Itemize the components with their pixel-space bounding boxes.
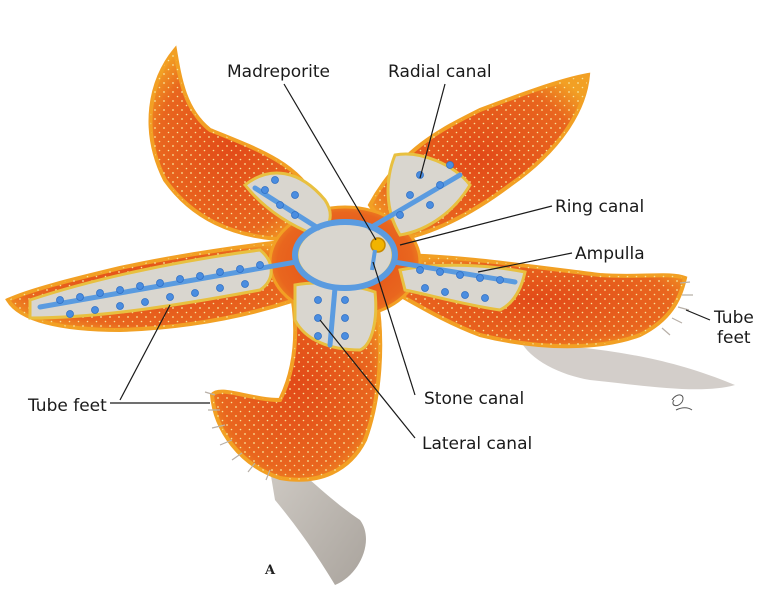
radial-canal-top-right: [367, 172, 463, 231]
radial-canal-top-left: [252, 185, 321, 231]
label-ring-canal: Ring canal: [555, 197, 645, 217]
tube-feet-fringe: [204, 281, 693, 481]
label-ampulla: Ampulla: [575, 244, 645, 264]
leader-radial-canal: [419, 83, 446, 179]
radial-canal-right: [391, 259, 518, 285]
leader-lines: [110, 83, 711, 439]
ampullae: [56, 161, 504, 340]
label-tube-feet-right-line1: Tube: [714, 308, 754, 328]
ring-canal-shape: [292, 219, 398, 291]
madreporite-plate: [370, 237, 386, 253]
label-madreporite: Madreporite: [227, 62, 330, 82]
leader-ring-canal: [399, 205, 553, 246]
stone-canal-shape: [370, 249, 377, 271]
label-stone-canal: Stone canal: [424, 389, 525, 409]
label-tube-feet-left: Tube feet: [28, 396, 107, 416]
figure-letter: A: [265, 563, 276, 578]
leader-madreporite: [283, 83, 377, 241]
label-lateral-canal: Lateral canal: [422, 434, 533, 454]
leader-ampulla: [477, 252, 573, 273]
label-radial-canal: Radial canal: [388, 62, 492, 82]
leader-stone-canal: [372, 261, 416, 396]
radial-canal-bottom: [327, 285, 338, 348]
leader-tube-feet-right: [685, 309, 711, 321]
label-tube-feet-right-line2: feet: [717, 328, 751, 348]
artist-signature: [671, 394, 693, 411]
leader-lateral-canal: [319, 319, 416, 439]
leader-tube-feet-left-up: [119, 304, 171, 401]
arm-shadow-right: [520, 340, 735, 390]
